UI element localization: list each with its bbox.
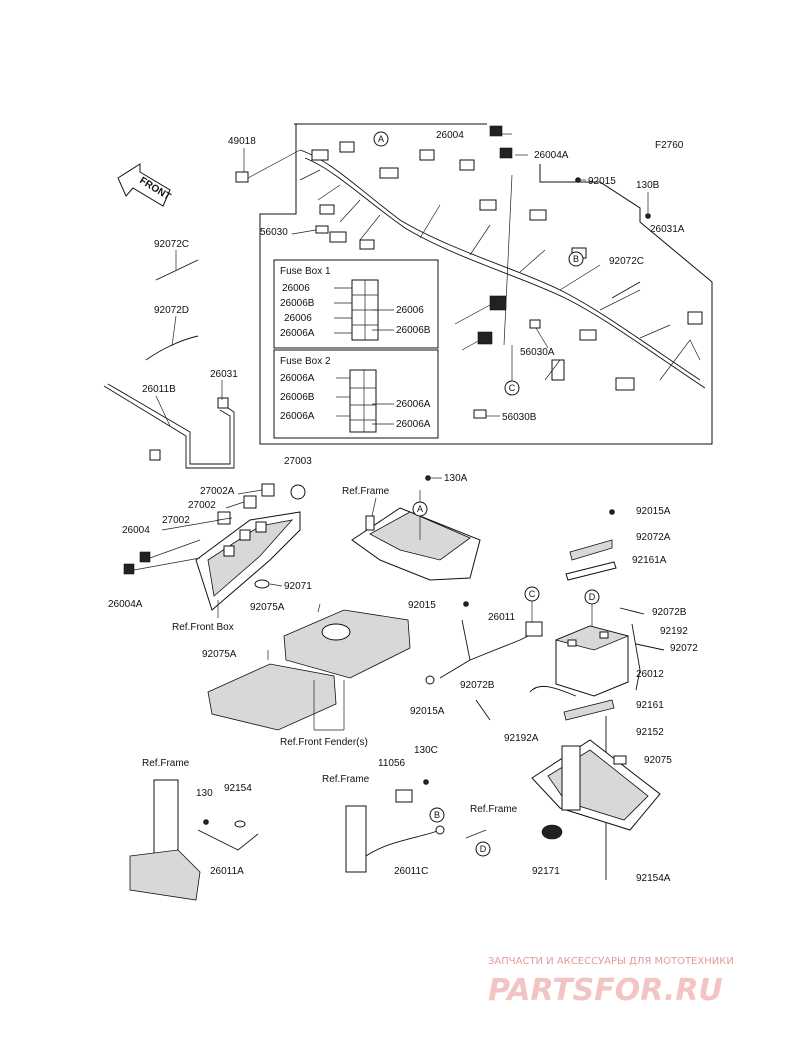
svg-text:A: A	[417, 504, 423, 514]
part-26006: 26006	[284, 313, 312, 324]
battery	[529, 509, 665, 880]
part-27002: 27002	[188, 500, 216, 511]
ref-front-box: Ref.Front Box	[172, 622, 234, 633]
callout-c-mid: C	[524, 586, 540, 602]
part-26006a: 26006A	[280, 328, 315, 339]
part-92154a: 92154A	[636, 873, 671, 884]
part-27002a: 27002A	[200, 486, 235, 497]
part-56030a: 56030A	[520, 347, 555, 358]
front-box-assembly	[123, 483, 306, 618]
part-92072a: 92072A	[636, 532, 671, 543]
part-92152: 92152	[636, 727, 664, 738]
part-92075a: 92075A	[202, 649, 237, 660]
part-92072c: 92072C	[609, 256, 644, 267]
part-130a: 130A	[444, 473, 468, 484]
part-92072b: 92072B	[460, 680, 495, 691]
part-92154: 92154	[224, 783, 252, 794]
callout-b-bottom: B	[429, 807, 445, 823]
part-92171: 92171	[532, 866, 560, 877]
callout-d-bottom: D	[475, 841, 491, 857]
part-92072c: 92072C	[154, 239, 189, 250]
watermark-tagline: ЗАПЧАСТИ И АКСЕССУАРЫ ДЛЯ МОТОТЕХНИКИ	[488, 956, 734, 967]
part-92072d: 92072D	[154, 305, 189, 316]
part-49018: 49018	[228, 136, 256, 147]
battery-tray	[531, 739, 661, 840]
part-92075: 92075	[644, 755, 672, 766]
callout-a-mid: A	[412, 501, 428, 517]
part-92075a: 92075A	[250, 602, 285, 613]
svg-text:D: D	[480, 844, 487, 854]
part-130: 130	[196, 788, 213, 799]
part-26004a: 26004A	[108, 599, 143, 610]
part-26006a: 26006A	[396, 399, 431, 410]
part-26011a: 26011A	[210, 866, 244, 877]
part-26011: 26011	[488, 612, 516, 623]
watermark-logo: PARTSFOR.RU	[488, 973, 723, 1008]
ref-frame: Ref.Frame	[142, 758, 190, 769]
part-26006b: 26006B	[280, 298, 315, 309]
part-26031a: 26031A	[650, 224, 685, 235]
part-92192: 92192	[660, 626, 688, 637]
part-130c: 130C	[414, 745, 438, 756]
svg-text:D: D	[589, 592, 596, 602]
part-26006a: 26006A	[396, 419, 431, 430]
part-26004: 26004	[122, 525, 150, 536]
part-92072b: 92072B	[652, 607, 687, 618]
frame-bottom-middle	[345, 779, 445, 873]
part-92071: 92071	[284, 581, 312, 592]
ref-frame: Ref.Frame	[470, 804, 518, 815]
part-92015a: 92015A	[410, 706, 445, 717]
ref-frame: Ref.Frame	[342, 486, 390, 497]
callout-a-top: A	[373, 131, 389, 147]
part-26004: 26004	[436, 130, 464, 141]
figure-code: F2760	[655, 140, 684, 151]
battery-harness	[425, 601, 543, 685]
part-11056: 11056	[378, 758, 406, 769]
fuse-box-1-title: Fuse Box 1	[280, 266, 331, 277]
fuse-box-2: Fuse Box 2	[273, 349, 439, 439]
harness-26011b	[103, 380, 235, 469]
callout-b-top: B	[568, 251, 584, 267]
front-arrow-icon: FRONT	[117, 163, 172, 207]
part-130b: 130B	[636, 180, 660, 191]
part-26011b: 26011B	[142, 384, 176, 395]
front-fenders	[207, 603, 411, 731]
part-26006a: 26006A	[280, 373, 315, 384]
svg-text:A: A	[378, 134, 384, 144]
part-27003: 27003	[284, 456, 312, 467]
connector-49018	[235, 171, 249, 183]
fuse-box-2-title: Fuse Box 2	[280, 356, 331, 367]
part-92161: 92161	[636, 700, 664, 711]
part-26006b: 26006B	[396, 325, 431, 336]
ref-front-fender: Ref.Front Fender(s)	[280, 737, 368, 748]
part-92015: 92015	[588, 176, 616, 187]
part-92161a: 92161A	[632, 555, 667, 566]
part-26006b: 26006B	[280, 392, 315, 403]
part-92015: 92015	[408, 600, 436, 611]
part-56030: 56030	[260, 227, 288, 238]
ref-frame: Ref.Frame	[322, 774, 370, 785]
part-92192a: 92192A	[504, 733, 539, 744]
part-26011c: 26011C	[394, 866, 428, 877]
part-27002: 27002	[162, 515, 190, 526]
part-26012: 26012	[636, 669, 664, 680]
svg-text:B: B	[434, 810, 440, 820]
svg-text:C: C	[509, 383, 516, 393]
part-26006: 26006	[282, 283, 310, 294]
svg-text:B: B	[573, 254, 579, 264]
part-26006a: 26006A	[280, 411, 315, 422]
part-26004a: 26004A	[534, 150, 569, 161]
part-26031: 26031	[210, 369, 238, 380]
main-harness-group	[259, 123, 713, 445]
frame-bottom-left	[129, 779, 259, 901]
callout-d-mid: D	[584, 589, 600, 605]
part-26006: 26006	[396, 305, 424, 316]
part-92015a: 92015A	[636, 506, 671, 517]
fuse-box-1: Fuse Box 1	[273, 259, 439, 349]
part-56030b: 56030B	[502, 412, 537, 423]
svg-text:C: C	[529, 589, 536, 599]
part-92072: 92072	[670, 643, 698, 654]
callout-c-top: C	[504, 380, 520, 396]
